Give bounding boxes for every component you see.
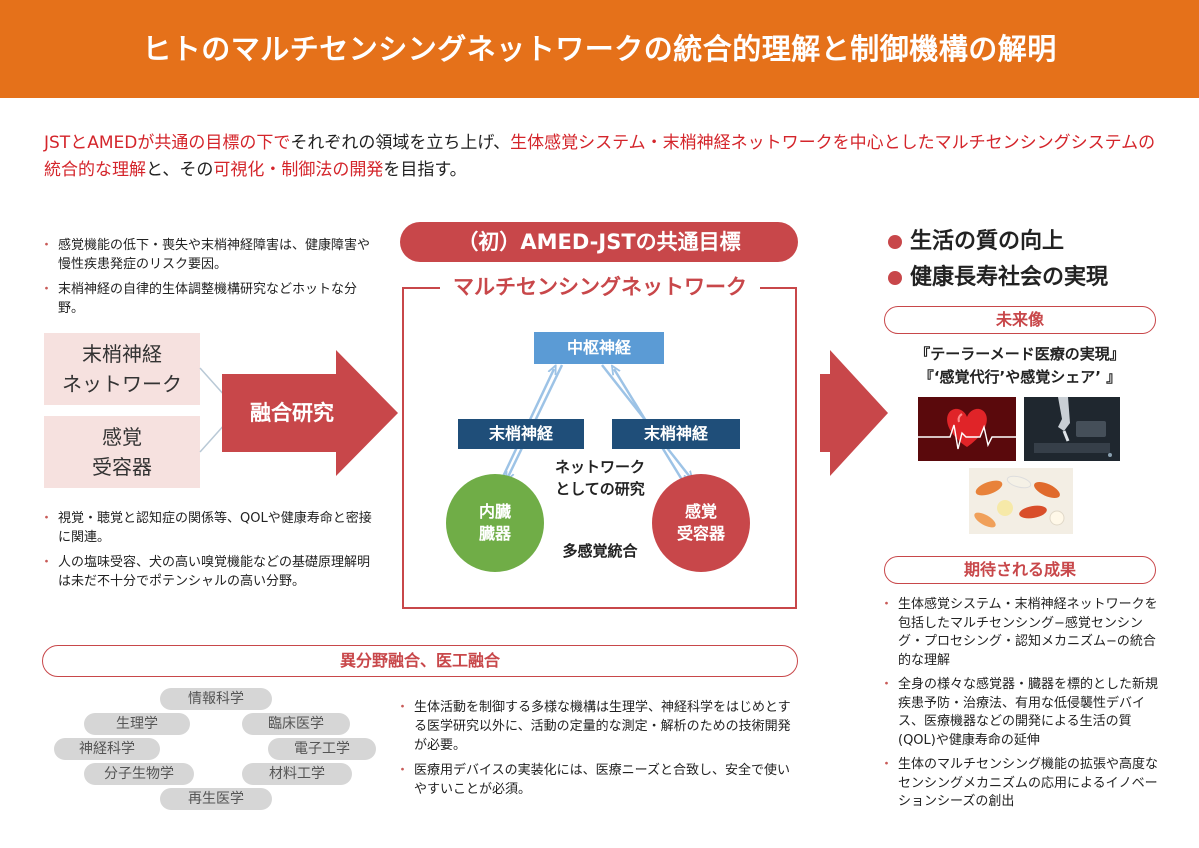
central-nervous-box: 中枢神経 <box>534 332 664 364</box>
intro-text-segment: と、その <box>146 160 214 180</box>
field-regenerative-medicine: 再生医学 <box>160 788 272 810</box>
robot-hand-image <box>1024 397 1120 461</box>
intro-highlight: JSTとAMEDが共通の目標の下で <box>44 133 291 153</box>
sensory-receptor-box: 感覚 受容器 <box>44 416 200 488</box>
field-electronic-engineering: 電子工学 <box>268 738 376 760</box>
goal-item: 健康長寿社会の実現 <box>884 260 1184 296</box>
field-physiology: 生理学 <box>84 713 190 735</box>
fusion-research-label: 融合研究 <box>250 401 334 425</box>
peripheral-nerve-left-box: 末梢神経 <box>458 419 584 449</box>
peripheral-network-box: 末梢神経 ネットワーク <box>44 333 200 405</box>
network-title: マルチセンシングネットワーク <box>440 272 760 302</box>
interdisciplinary-fusion-label: 異分野融合、医工融合 <box>42 645 798 677</box>
list-item: 医療用デバイスの実装化には、医療ニーズと合致し、安全で使いやすいことが必須。 <box>396 761 792 799</box>
intro-text-segment: を目指す。 <box>383 160 467 180</box>
common-goal-banner: （初）AMED-JSTの共通目標 <box>400 222 798 262</box>
field-information-science: 情報科学 <box>160 688 272 710</box>
left-top-bullet-list: 感覚機能の低下・喪失や末梢神経障害は、健康障害や慢性疾患発症のリスク要因。 末梢… <box>40 236 374 324</box>
expected-outcomes-list: 生体感覚システム・末梢神経ネットワークを包括したマルチセンシング−感覚センシング… <box>880 596 1164 818</box>
goal-text: 健康長寿社会の実現 <box>910 265 1109 290</box>
list-item: 生体のマルチセンシング機能の拡張や高度なセンシングメカニズムの応用によるイノベー… <box>880 756 1164 812</box>
multisensory-label: 多感覚統合 <box>562 542 638 560</box>
goal-item: 生活の質の向上 <box>884 224 1184 260</box>
goal-text: 生活の質の向上 <box>910 229 1065 254</box>
intro-highlight: 生体感覚システム・末梢神経ネットワークを中心としたマルチセンシングシステムの統合… <box>44 133 1156 180</box>
bottom-bullet-list: 生体活動を制御する多様な機構は生理学、神経科学をはじめとする医学研究以外に、活動… <box>396 698 792 805</box>
right-arrow-shape <box>820 350 888 476</box>
medicine-pills-image <box>969 468 1073 534</box>
list-item: 末梢神経の自律的生体調整機構研究などホットな分野。 <box>40 280 374 318</box>
intro-text-segment: それぞれの領域を立ち上げ、 <box>290 133 511 153</box>
list-item: 感覚機能の低下・喪失や末梢神経障害は、健康障害や慢性疾患発症のリスク要因。 <box>40 236 374 274</box>
future-vision-label: 未来像 <box>884 306 1156 334</box>
heart-ecg-image <box>918 397 1016 461</box>
field-neuroscience: 神経科学 <box>54 738 160 760</box>
sensory-receptor-circle: 感覚 受容器 <box>652 474 750 572</box>
list-item: 人の塩味受容、犬の高い嗅覚機能などの基礎原理解明は未だ不十分でポテンシャルの高い… <box>40 553 374 591</box>
left-bottom-bullet-list: 視覚・聴覚と認知症の関係等、QOLや健康寿命と密接に関連。 人の塩味受容、犬の高… <box>40 509 374 597</box>
goals-list: 生活の質の向上 健康長寿社会の実現 <box>884 224 1184 296</box>
fusion-arrow-shape <box>222 350 398 476</box>
header-bar <box>0 0 1199 98</box>
list-item: 生体活動を制御する多様な機構は生理学、神経科学をはじめとする医学研究以外に、活動… <box>396 698 792 755</box>
field-clinical-medicine: 臨床医学 <box>242 713 350 735</box>
visceral-organ-circle: 内臓 臓器 <box>446 474 544 572</box>
peripheral-nerve-right-box: 末梢神経 <box>612 419 740 449</box>
future-vision-text: 『テーラーメード医療の実現』 『‘感覚代行’や感覚シェア’ 』 <box>915 345 1125 386</box>
list-item: 全身の様々な感覚器・臓器を標的とした新規疾患予防・治療法、有用な低侵襲性デバイス… <box>880 676 1164 750</box>
expected-outcomes-label: 期待される成果 <box>884 556 1156 584</box>
network-study-label: ネットワーク としての研究 <box>554 458 645 498</box>
bullet-dot-icon <box>888 235 902 249</box>
list-item: 視覚・聴覚と認知症の関係等、QOLや健康寿命と密接に関連。 <box>40 509 374 547</box>
bullet-dot-icon <box>888 271 902 285</box>
intro-text: JSTとAMEDが共通の目標の下でそれぞれの領域を立ち上げ、生体感覚システム・末… <box>44 130 1164 184</box>
field-materials-engineering: 材料工学 <box>242 763 352 785</box>
list-item: 生体感覚システム・末梢神経ネットワークを包括したマルチセンシング−感覚センシング… <box>880 596 1164 670</box>
intro-highlight: 可視化・制御法の開発 <box>213 160 384 180</box>
page-title: ヒトのマルチセンシングネットワークの統合的理解と制御機構の解明 <box>142 32 1057 66</box>
field-molecular-biology: 分子生物学 <box>84 763 194 785</box>
